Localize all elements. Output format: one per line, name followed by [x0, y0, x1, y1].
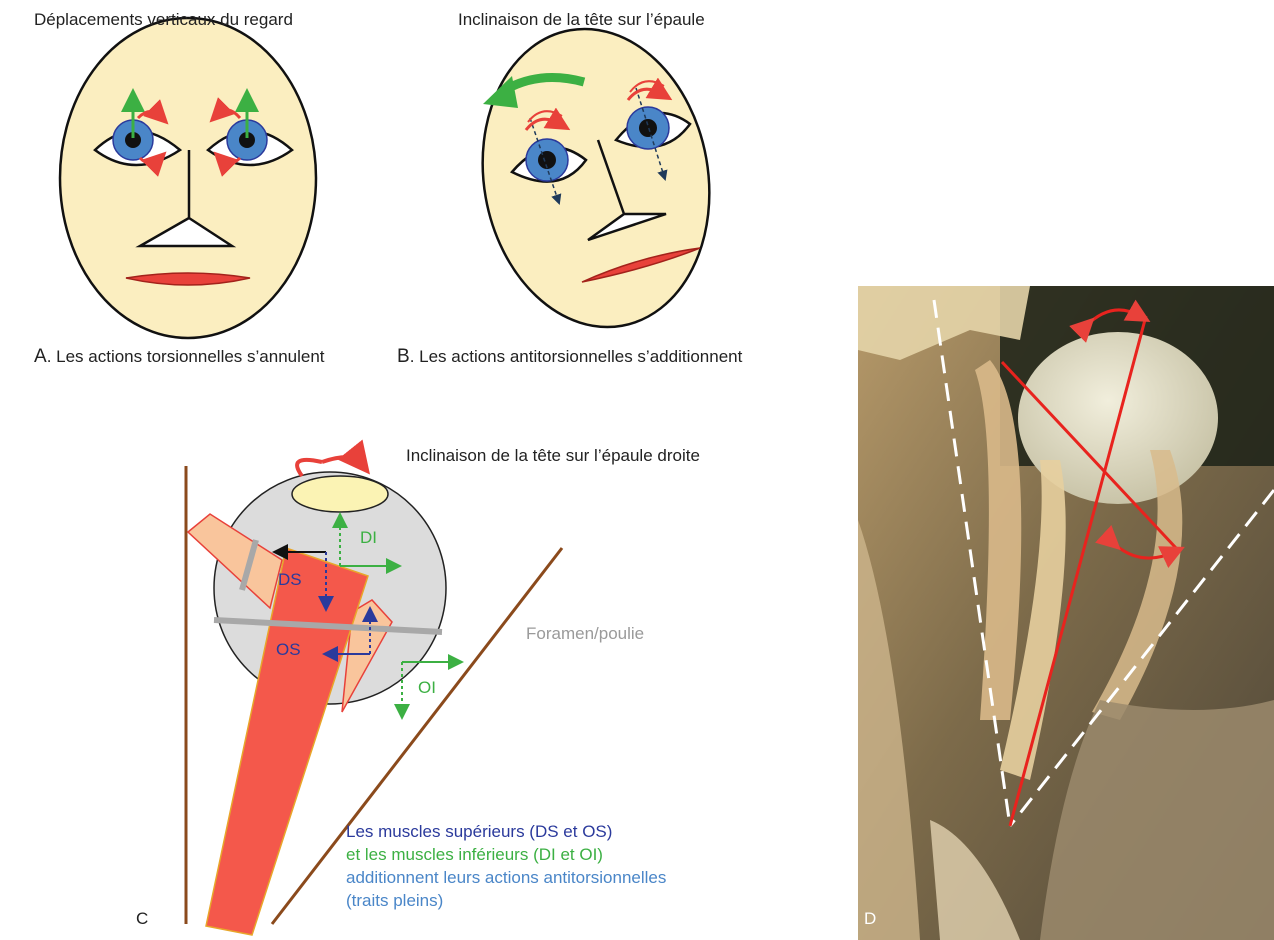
panel-a-letter: A [34, 346, 47, 367]
panel-d-letter: D [864, 909, 876, 929]
panel-a-face [60, 18, 316, 338]
label-oi: OI [418, 678, 436, 698]
panel-c-letter: C [136, 909, 148, 929]
label-os: OS [276, 640, 301, 660]
panel-b-face [460, 11, 733, 345]
panel-a-title: Déplacements verticaux du regard [34, 10, 293, 30]
panel-b-letter: B [397, 346, 410, 367]
label-ds: DS [278, 570, 302, 590]
panel-a-caption-text: . Les actions torsionnelles s’annulent [47, 347, 325, 366]
note-line3: additionnent leurs actions antitorsionne… [346, 868, 666, 888]
panel-d-photo [858, 286, 1274, 940]
note-line1: Les muscles supérieurs (DS et OS) [346, 822, 612, 842]
label-di: DI [360, 528, 377, 548]
panel-c-title: Inclinaison de la tête sur l’épaule droi… [406, 446, 700, 466]
panel-b-caption: B. Les actions antitorsionnelles s’addit… [397, 346, 742, 368]
label-foramen: Foramen/poulie [526, 624, 644, 644]
panel-b-title: Inclinaison de la tête sur l’épaule [458, 10, 705, 30]
cornea [292, 476, 388, 512]
note-line2: et les muscles inférieurs (DI et OI) [346, 845, 603, 865]
head-torsion-arrow [322, 457, 360, 462]
face-outline-tilted [460, 11, 733, 345]
panel-a-caption: A. Les actions torsionnelles s’annulent [34, 346, 325, 368]
panel-b-caption-text: . Les actions antitorsionnelles s’additi… [410, 347, 743, 366]
note-line4: (traits pleins) [346, 891, 443, 911]
